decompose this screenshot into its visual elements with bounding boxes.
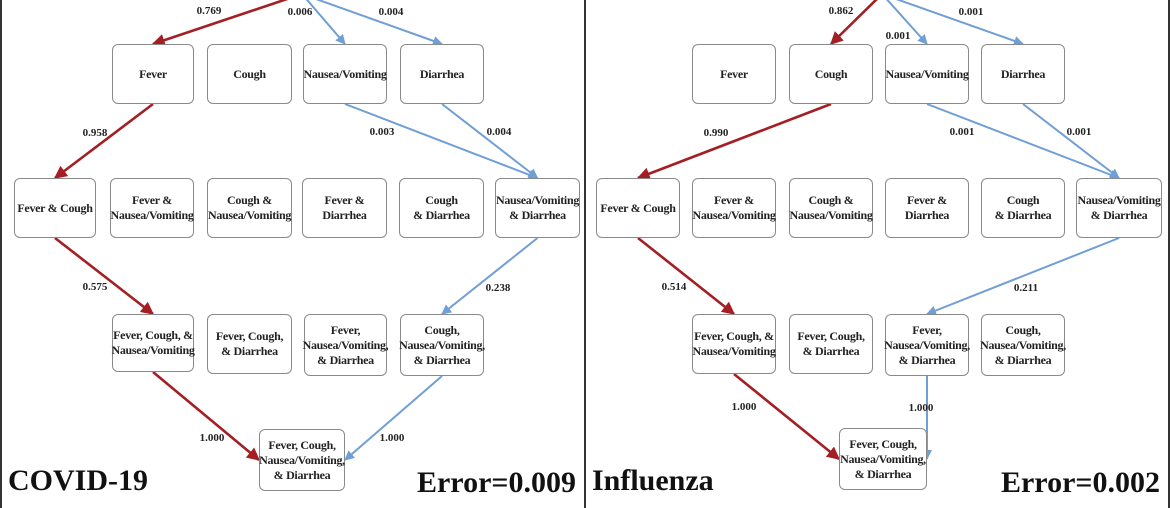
edge-probability-label: 1.000 <box>908 402 934 414</box>
edge-probability-label: 1.000 <box>199 432 225 444</box>
edge-probability-label: 0.004 <box>378 6 404 18</box>
node-cough: Cough <box>789 44 873 104</box>
node-diarrhea: Diarrhea <box>981 44 1065 104</box>
edge-nausea-to-nausea-diarrhea <box>344 103 539 180</box>
influenza-title: Influenza <box>592 464 714 497</box>
edge-root-to-fever <box>151 0 289 47</box>
node-cough-nausea: Cough & Nausea/Vomiting <box>207 178 292 238</box>
node-nausea-diarrhea: Nausea/Vomiting & Diarrhea <box>495 178 580 238</box>
node-cough-diarrhea: Cough & Diarrhea <box>981 178 1065 238</box>
edge-fever-cough-to-fcn <box>54 236 155 316</box>
edge-probability-label: 0.575 <box>82 281 108 293</box>
edge-probability-label: 0.211 <box>1013 282 1039 294</box>
edge-probability-label: 0.514 <box>661 281 687 293</box>
covid-title: COVID-19 <box>8 464 148 497</box>
edge-probability-label: 0.004 <box>486 126 512 138</box>
node-fcd: Fever, Cough, & Diarrhea <box>207 314 292 374</box>
edge-probability-label: 0.958 <box>82 127 108 139</box>
node-fnd: Fever, Nausea/Vomiting, & Diarrhea <box>884 314 970 376</box>
edge-fever-cough-to-fcn <box>637 236 736 316</box>
node-fever-diarrhea: Fever & Diarrhea <box>302 178 387 238</box>
covid-error: Error=0.009 <box>416 466 576 499</box>
edge-root-to-diarrhea <box>895 0 1024 46</box>
node-fever-nausea: Fever & Nausea/Vomiting <box>692 178 776 238</box>
node-nausea: Nausea/Vomiting <box>303 44 387 104</box>
edge-probability-label: 0.001 <box>949 126 975 138</box>
edge-fcn-to-all <box>152 370 261 462</box>
node-fcn: Fever, Cough, & Nausea/Vomiting <box>692 314 776 374</box>
edge-probability-label: 1.000 <box>379 432 405 444</box>
node-fever: Fever <box>692 44 776 104</box>
node-cnd: Cough, Nausea/Vomiting, & Diarrhea <box>980 314 1066 376</box>
node-cough-diarrhea: Cough & Diarrhea <box>399 178 484 238</box>
node-fnd: Fever, Nausea/Vomiting, & Diarrhea <box>303 314 389 376</box>
edge-cnd-to-all <box>344 375 443 461</box>
node-all: Fever, Cough, Nausea/Vomiting, & Diarrhe… <box>839 428 927 490</box>
edge-nausea-to-nausea-diarrhea <box>926 103 1120 180</box>
node-fever-nausea: Fever & Nausea/Vomiting <box>110 178 194 238</box>
edge-root-to-nausea <box>886 0 928 45</box>
influenza-edges <box>636 0 1120 461</box>
edge-probability-label: 0.001 <box>958 6 984 18</box>
edge-probability-label: 0.003 <box>369 126 395 138</box>
node-nausea-diarrhea: Nausea/Vomiting & Diarrhea <box>1076 178 1162 238</box>
edge-nausea-diarrhea-to-cnd <box>441 237 539 315</box>
edge-root-to-diarrhea <box>315 0 443 46</box>
node-nausea: Nausea/Vomiting <box>885 44 969 104</box>
edge-fever-to-fever-cough <box>53 102 154 180</box>
edge-fcn-to-all <box>733 372 841 461</box>
node-all: Fever, Cough, Nausea/Vomiting, & Diarrhe… <box>259 429 345 491</box>
edge-probability-label: 0.001 <box>1066 126 1092 138</box>
edge-probability-label: 0.006 <box>287 6 313 18</box>
covid-edges <box>53 0 539 462</box>
edge-probability-label: 0.990 <box>703 127 729 139</box>
edge-probability-label: 0.001 <box>885 30 911 42</box>
node-fever: Fever <box>112 44 194 104</box>
node-cough: Cough <box>207 44 292 104</box>
influenza-error: Error=0.002 <box>1000 466 1160 499</box>
node-fcn: Fever, Cough, & Nausea/Vomiting <box>111 314 195 372</box>
edge-probability-label: 0.862 <box>828 5 854 17</box>
node-diarrhea: Diarrhea <box>400 44 484 104</box>
edge-probability-label: 1.000 <box>731 401 757 413</box>
edge-diarrhea-to-nausea-diarrhea <box>1022 103 1120 179</box>
node-fever-diarrhea: Fever & Diarrhea <box>885 178 969 238</box>
edge-cough-to-fever-cough <box>636 102 832 180</box>
node-fcd: Fever, Cough, & Diarrhea <box>789 314 873 374</box>
node-fever-cough: Fever & Cough <box>596 178 680 238</box>
edge-probability-label: 0.238 <box>485 282 511 294</box>
edge-root-to-nausea <box>305 0 346 45</box>
edge-root-to-cough <box>830 0 878 45</box>
edge-nausea-diarrhea-to-fnd <box>926 237 1120 316</box>
node-fever-cough: Fever & Cough <box>14 178 96 238</box>
edge-probability-label: 0.769 <box>196 5 222 17</box>
node-cough-nausea: Cough & Nausea/Vomiting <box>789 178 873 238</box>
node-cnd: Cough, Nausea/Vomiting, & Diarrhea <box>399 314 485 376</box>
edge-diarrhea-to-nausea-diarrhea <box>441 103 539 179</box>
